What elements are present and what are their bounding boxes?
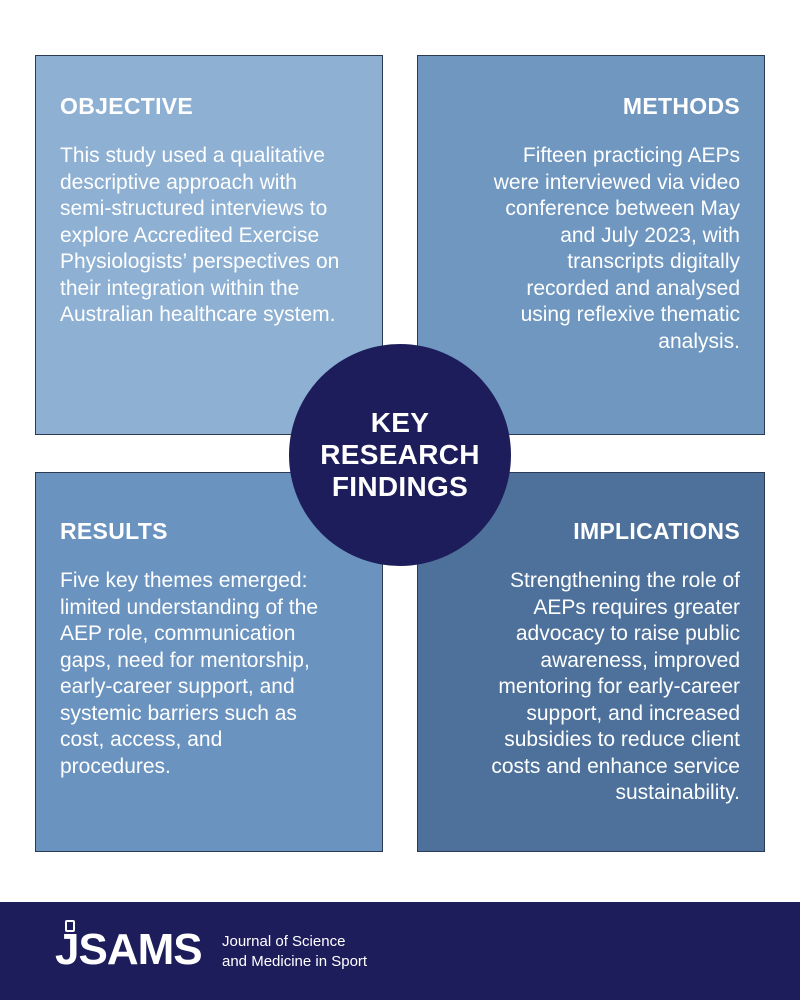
- methods-heading: METHODS: [622, 93, 740, 119]
- key-findings-line-3: FINDINGS: [331, 471, 469, 502]
- journal-name-line-2: and Medicine in Sport: [222, 953, 368, 970]
- results-heading: RESULTS: [60, 518, 168, 544]
- key-findings-badge: KEY RESEARCH FINDINGS: [289, 344, 511, 566]
- jsams-logo-text: JSAMS: [55, 925, 203, 974]
- results-text: Five key themes emerged: limited underst…: [60, 569, 318, 778]
- objective-panel: OBJECTIVE This study used a qualitative …: [35, 55, 383, 435]
- objective-text: This study used a qualitative descriptiv…: [60, 144, 340, 326]
- implications-heading: IMPLICATIONS: [573, 518, 740, 544]
- footer-bar: JSAMS Journal of Science and Medicine in…: [0, 902, 800, 1000]
- jsams-logo: JSAMS: [55, 920, 203, 974]
- key-findings-line-2: RESEARCH: [320, 439, 480, 470]
- logo-tag-icon: [65, 920, 75, 932]
- implications-text: Strengthening the role of AEPs requires …: [491, 569, 740, 804]
- key-findings-title: KEY RESEARCH FINDINGS: [320, 407, 480, 503]
- objective-heading: OBJECTIVE: [60, 93, 194, 119]
- journal-name-line-1: Journal of Science: [222, 933, 346, 950]
- key-findings-line-1: KEY: [370, 407, 430, 438]
- methods-panel: METHODS Fifteen practicing AEPs were int…: [417, 55, 765, 435]
- journal-name: Journal of Science and Medicine in Sport: [222, 932, 367, 972]
- methods-text: Fifteen practicing AEPs were interviewed…: [493, 144, 740, 353]
